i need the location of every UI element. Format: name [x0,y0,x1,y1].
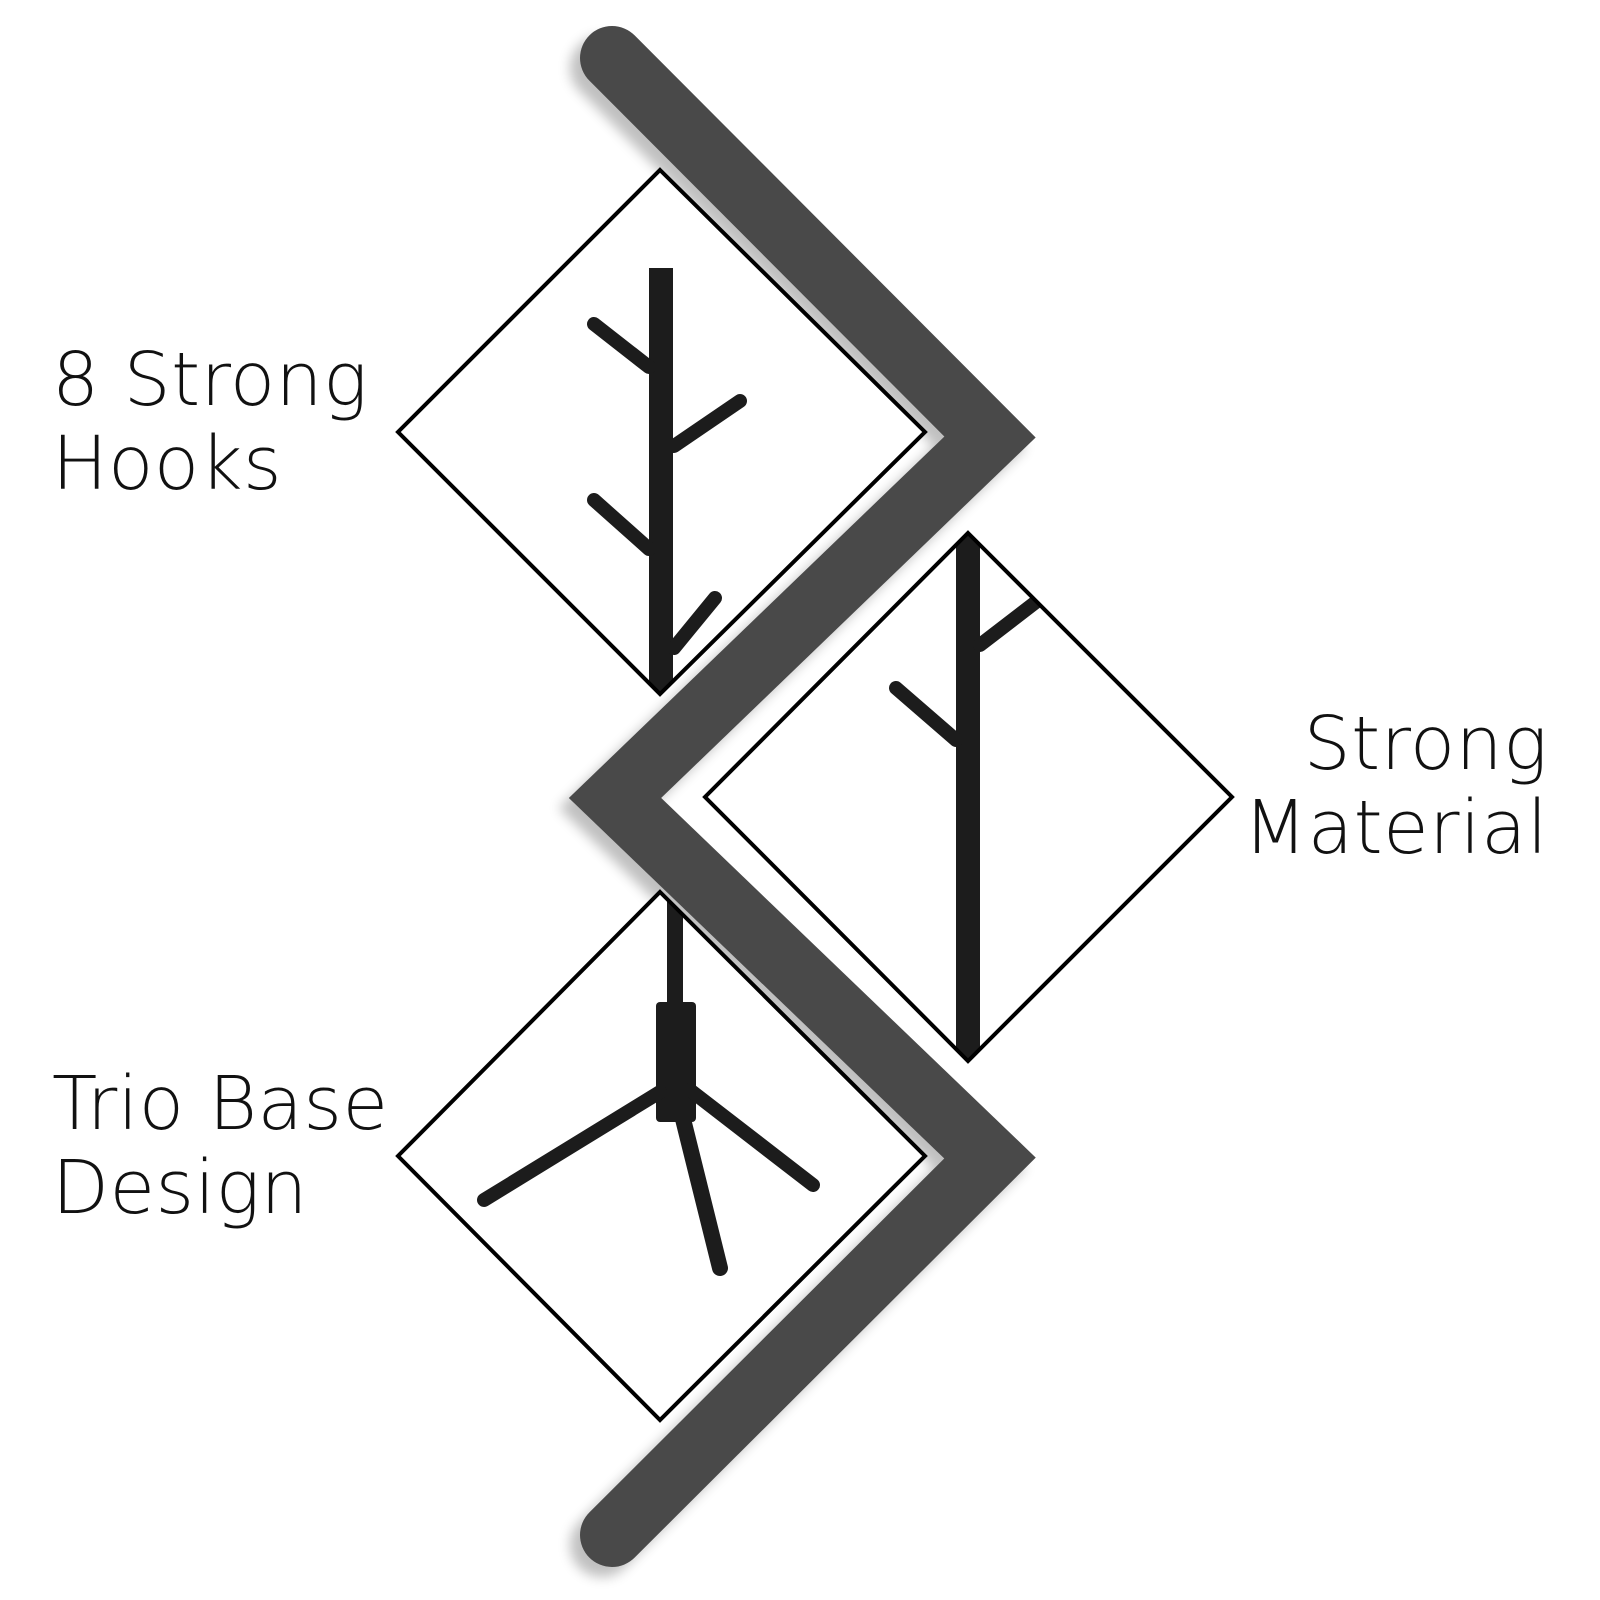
zigzag-band [568,26,1036,1567]
hooks-detail-panel [395,167,928,697]
base-illustration [477,892,820,1276]
feature-label-base-line2: Design [52,1145,308,1231]
feature-label-base: Trio Base Design [52,1062,389,1230]
feature-label-hooks-line1: 8 Strong [52,337,368,423]
feature-label-material: Strong Material [1243,702,1548,870]
material-illustration [889,533,1052,1061]
feature-label-material-line1: Strong [1303,701,1548,787]
hooks-illustration [587,268,747,694]
feature-label-hooks-line2: Hooks [52,421,283,507]
feature-label-base-line1: Trio Base [52,1061,389,1147]
material-detail-panel [702,530,1235,1064]
feature-label-material-line2: Material [1243,785,1548,871]
feature-label-hooks: 8 Strong Hooks [52,338,368,506]
base-detail-panel [395,889,928,1423]
